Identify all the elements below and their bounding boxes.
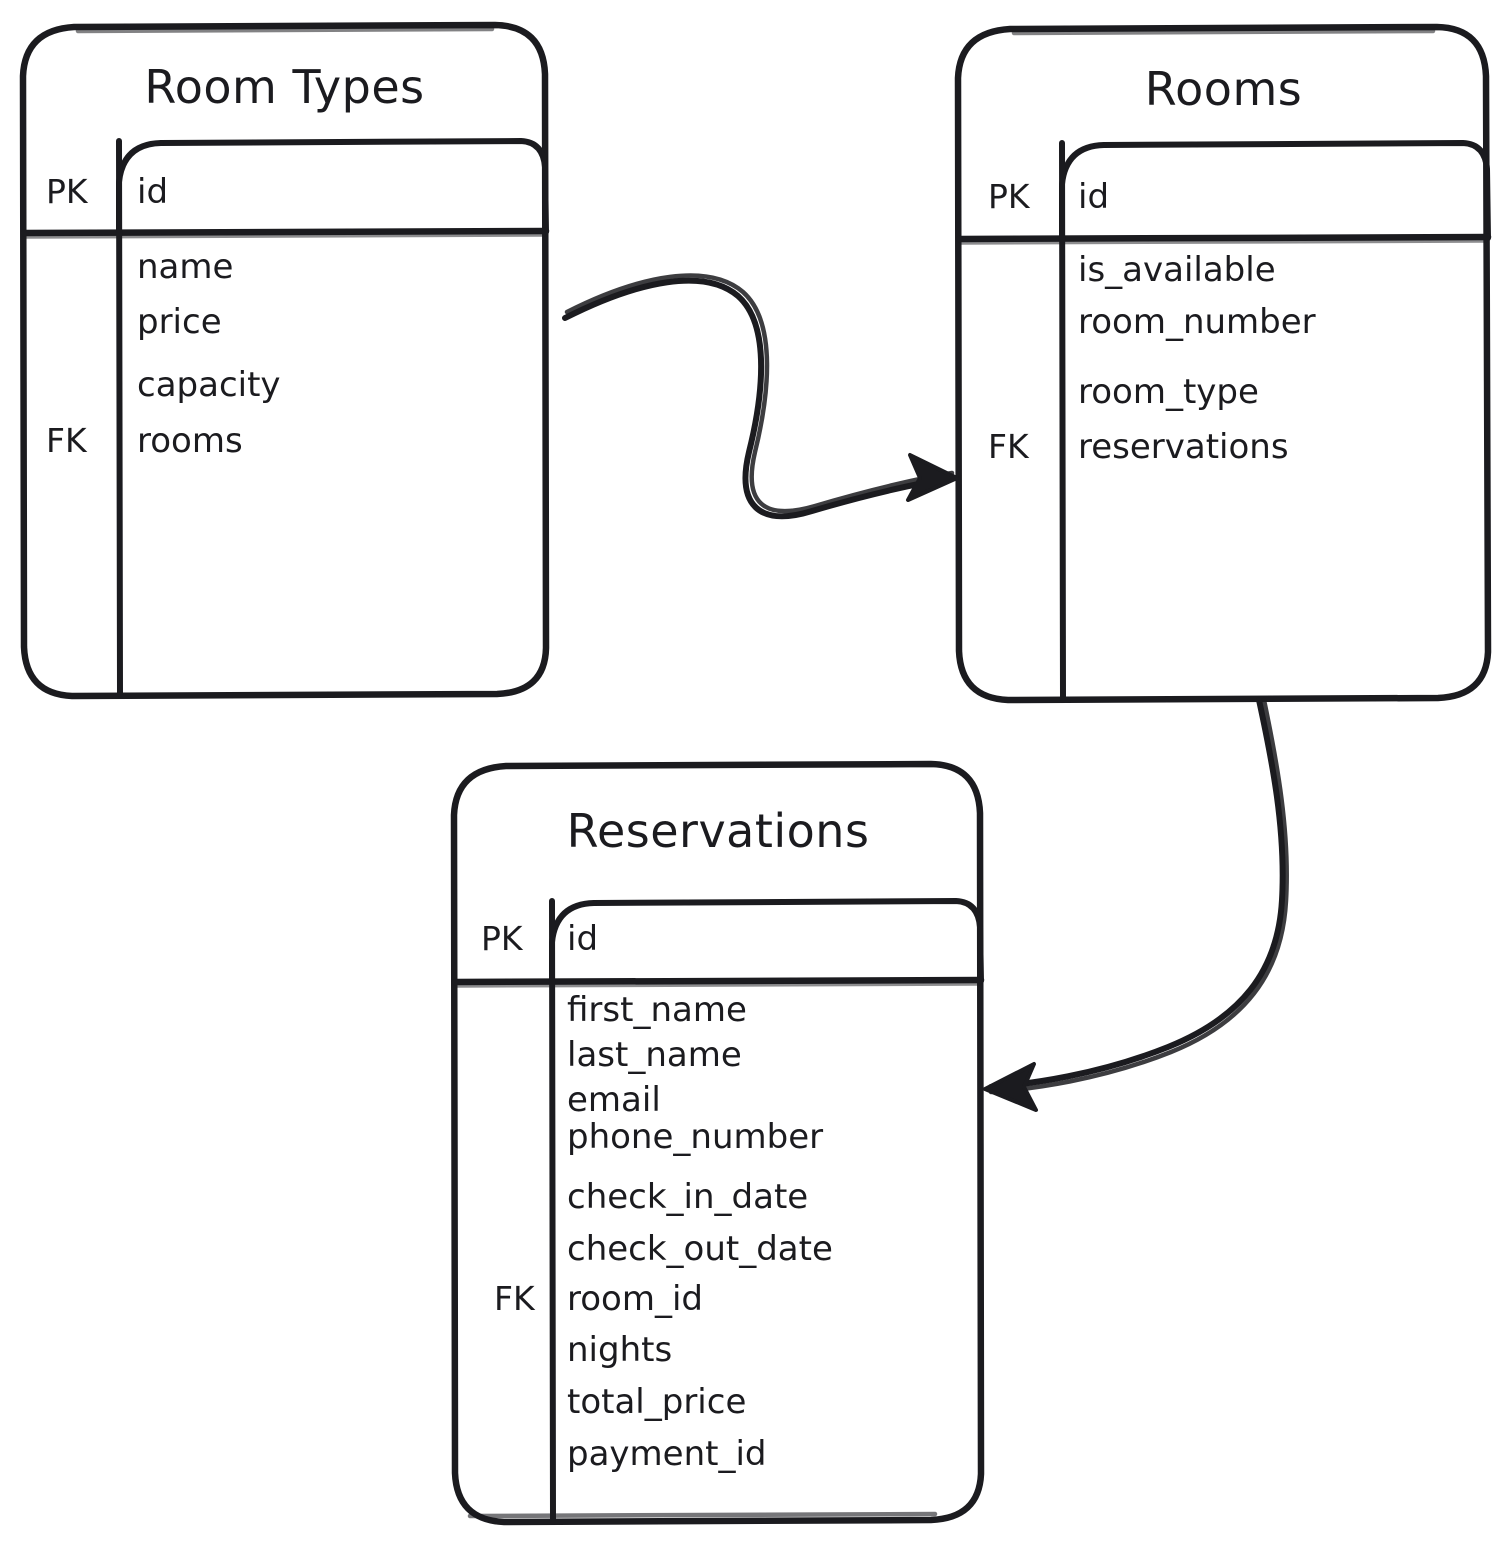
field-reservations-id: id — [567, 919, 599, 959]
entity-title-room-types: Room Types — [144, 60, 425, 114]
field-reservations-room-id: room_id — [567, 1279, 703, 1319]
relationship-rooms-to-reservations — [983, 697, 1289, 1112]
entity-box-room-types — [19, 21, 550, 700]
key-badge-pk-rooms: PK — [988, 177, 1030, 216]
key-badge-fk-reservations: FK — [494, 1279, 535, 1318]
field-reservations-nights: nights — [567, 1330, 673, 1370]
field-reservations-check-out-date: check_out_date — [567, 1229, 833, 1269]
field-reservations-payment-id: payment_id — [567, 1434, 767, 1474]
key-badge-pk-reservations: PK — [481, 919, 523, 958]
field-rooms-room-number: room_number — [1078, 302, 1316, 342]
key-badge-fk-rooms: FK — [988, 427, 1029, 466]
field-reservations-first-name: first_name — [567, 990, 747, 1030]
key-badge-fk-room-types: FK — [46, 421, 87, 460]
field-rooms-id: id — [1078, 177, 1110, 217]
field-room-types-name: name — [137, 247, 234, 287]
entity-box-rooms — [954, 23, 1492, 704]
field-reservations-total-price: total_price — [567, 1382, 747, 1422]
field-room-types-id: id — [137, 172, 169, 212]
field-rooms-reservations: reservations — [1078, 427, 1289, 467]
entity-title-reservations: Reservations — [566, 804, 870, 858]
entity-title-rooms: Rooms — [1144, 62, 1303, 116]
field-reservations-email: email — [567, 1080, 661, 1120]
field-room-types-capacity: capacity — [137, 365, 281, 405]
key-badge-pk-room-types: PK — [46, 172, 88, 211]
field-rooms-is-available: is_available — [1078, 250, 1276, 290]
field-rooms-room-type: room_type — [1078, 372, 1259, 412]
entity-box-reservations — [450, 760, 985, 1526]
field-reservations-check-in-date: check_in_date — [567, 1177, 809, 1217]
field-reservations-last-name: last_name — [567, 1035, 742, 1075]
field-room-types-price: price — [137, 302, 222, 342]
field-reservations-phone-number: phone_number — [567, 1117, 824, 1157]
field-room-types-rooms: rooms — [137, 421, 243, 461]
relationship-room-types-to-rooms — [562, 273, 959, 520]
